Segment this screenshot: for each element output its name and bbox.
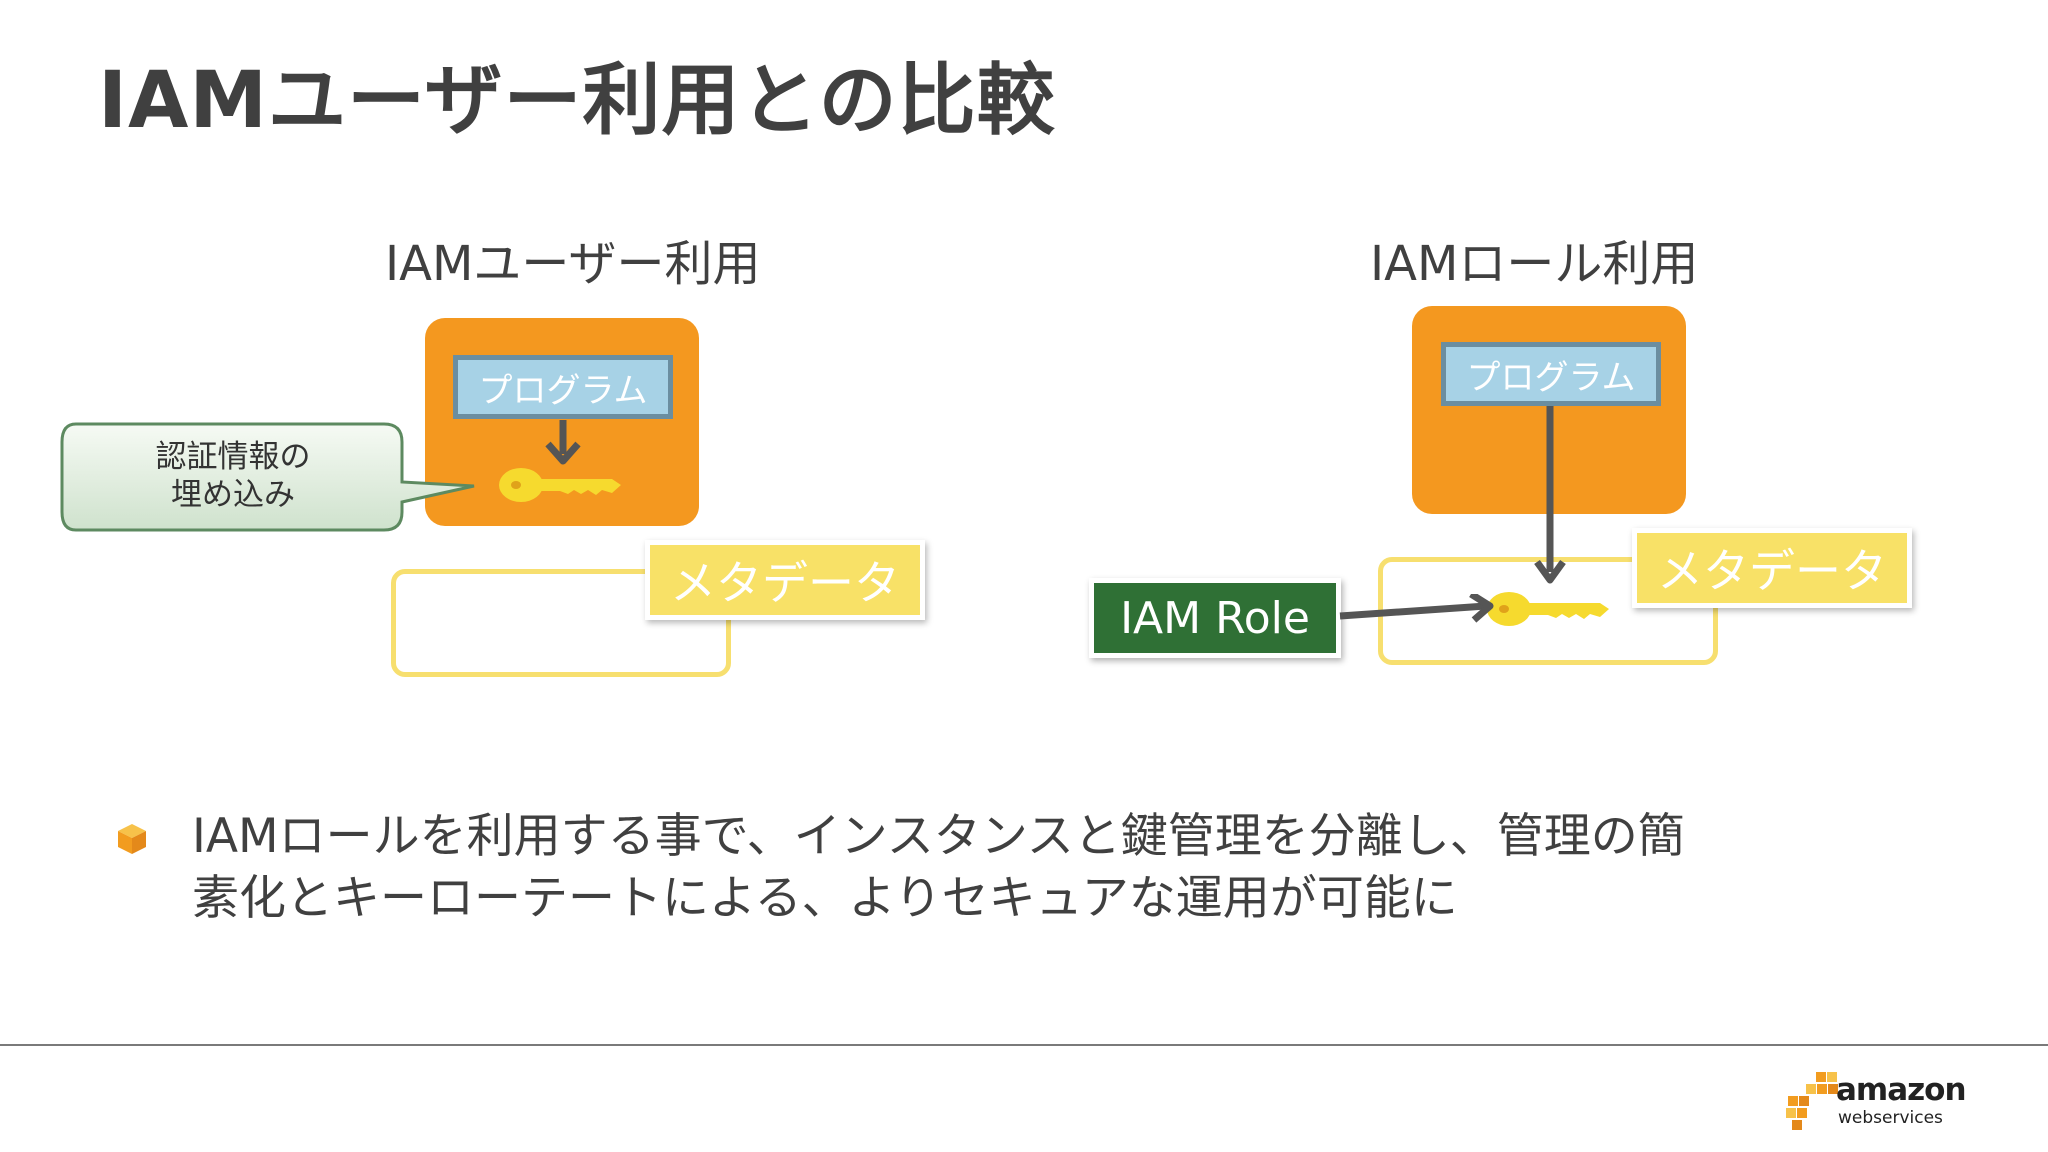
footer-divider <box>0 1044 2048 1046</box>
bullet-text: IAMロールを利用する事で、インスタンスと鍵管理を分離し、管理の簡 素化とキーロ… <box>192 806 1892 930</box>
bullet-line-1: IAMロールを利用する事で、インスタンスと鍵管理を分離し、管理の簡 <box>192 809 1685 864</box>
cube-bullet-icon <box>118 824 146 854</box>
aws-logo-subtext: webservices <box>1838 1108 1943 1128</box>
program-box-left: プログラム <box>453 355 673 419</box>
callout-line-2: 埋め込み <box>171 477 295 513</box>
metadata-label-left: メタデータ <box>645 540 925 620</box>
key-icon-left <box>499 468 621 502</box>
arrow-right-icon <box>1339 594 1494 623</box>
aws-logo: amazon webservices <box>1786 1068 1967 1132</box>
aws-cubes-icon <box>1786 1072 1838 1130</box>
iam-user-heading: IAMユーザー利用 <box>385 236 761 292</box>
program-box-right: プログラム <box>1441 342 1661 406</box>
iam-role-heading: IAMロール利用 <box>1370 236 1699 292</box>
slide-title: IAMユーザー利用との比較 <box>98 56 1056 146</box>
callout-bubble <box>60 422 475 532</box>
metadata-label-right: メタデータ <box>1632 528 1912 608</box>
arrow-down-icon <box>545 420 581 465</box>
callout-line-1: 認証情報の <box>155 439 311 475</box>
metadata-outline-left <box>391 569 731 677</box>
callout-text: 認証情報の 埋め込み <box>62 426 404 526</box>
iam-role-box: IAM Role <box>1089 578 1341 658</box>
bullet-line-2: 素化とキーローテートによる、よりセキュアな運用が可能に <box>192 871 1458 926</box>
arrow-down-long-icon <box>1534 406 1566 584</box>
aws-logo-text: amazon <box>1836 1072 1967 1108</box>
key-icon-right <box>1487 592 1609 626</box>
